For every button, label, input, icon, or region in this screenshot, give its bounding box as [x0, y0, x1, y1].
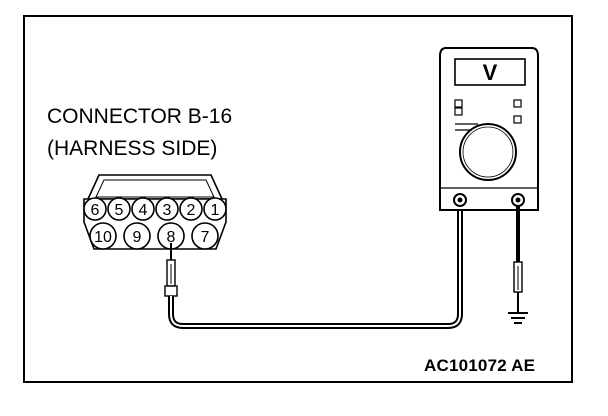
connector-pin-5	[107, 197, 131, 221]
connector-pin-label: 7	[201, 229, 210, 246]
connector-latch-inner	[95, 179, 215, 198]
connector-pin-3	[155, 197, 179, 221]
meter-dial	[459, 123, 517, 181]
pin-row-bottom: 10 9 8 7	[89, 222, 219, 250]
figure-frame	[23, 15, 573, 383]
connector-pin-label: 8	[167, 229, 176, 246]
meter-display	[454, 58, 526, 86]
meter-button	[454, 99, 463, 108]
meter-button	[513, 115, 522, 124]
test-probe-icon	[164, 243, 178, 297]
connector-pin-4	[131, 197, 155, 221]
connector-pin-7	[191, 222, 219, 250]
connector-pin-label: 6	[91, 202, 100, 219]
meter-dial-inner	[462, 126, 514, 178]
connector-pin-1	[203, 197, 227, 221]
connector-pin-label: 10	[94, 229, 112, 246]
ground-icon	[508, 312, 528, 324]
connector-pin-2	[179, 197, 203, 221]
figure-id-label: AC101072 AE	[424, 356, 536, 375]
connector-pin-label: 3	[163, 202, 172, 219]
meter-button	[454, 107, 463, 116]
connector-pin-6	[83, 197, 107, 221]
connector-pin-label: 4	[139, 202, 148, 219]
connector-latch-top	[86, 174, 224, 200]
connector-pin-10	[89, 222, 117, 250]
connector-pin-9	[123, 222, 151, 250]
connector-side-label: (HARNESS SIDE)	[47, 137, 218, 160]
connector-pin-label: 5	[115, 202, 124, 219]
connector-pin-label: 2	[187, 202, 196, 219]
voltmeter-icon: V	[439, 47, 539, 211]
connector-pin-label: 1	[211, 202, 220, 219]
connector-pin-label: 9	[133, 229, 142, 246]
ground-lead	[513, 206, 523, 312]
meter-mode-symbol: V	[483, 60, 498, 85]
meter-button	[513, 99, 522, 108]
connector-name-label: CONNECTOR B-16	[47, 105, 233, 128]
